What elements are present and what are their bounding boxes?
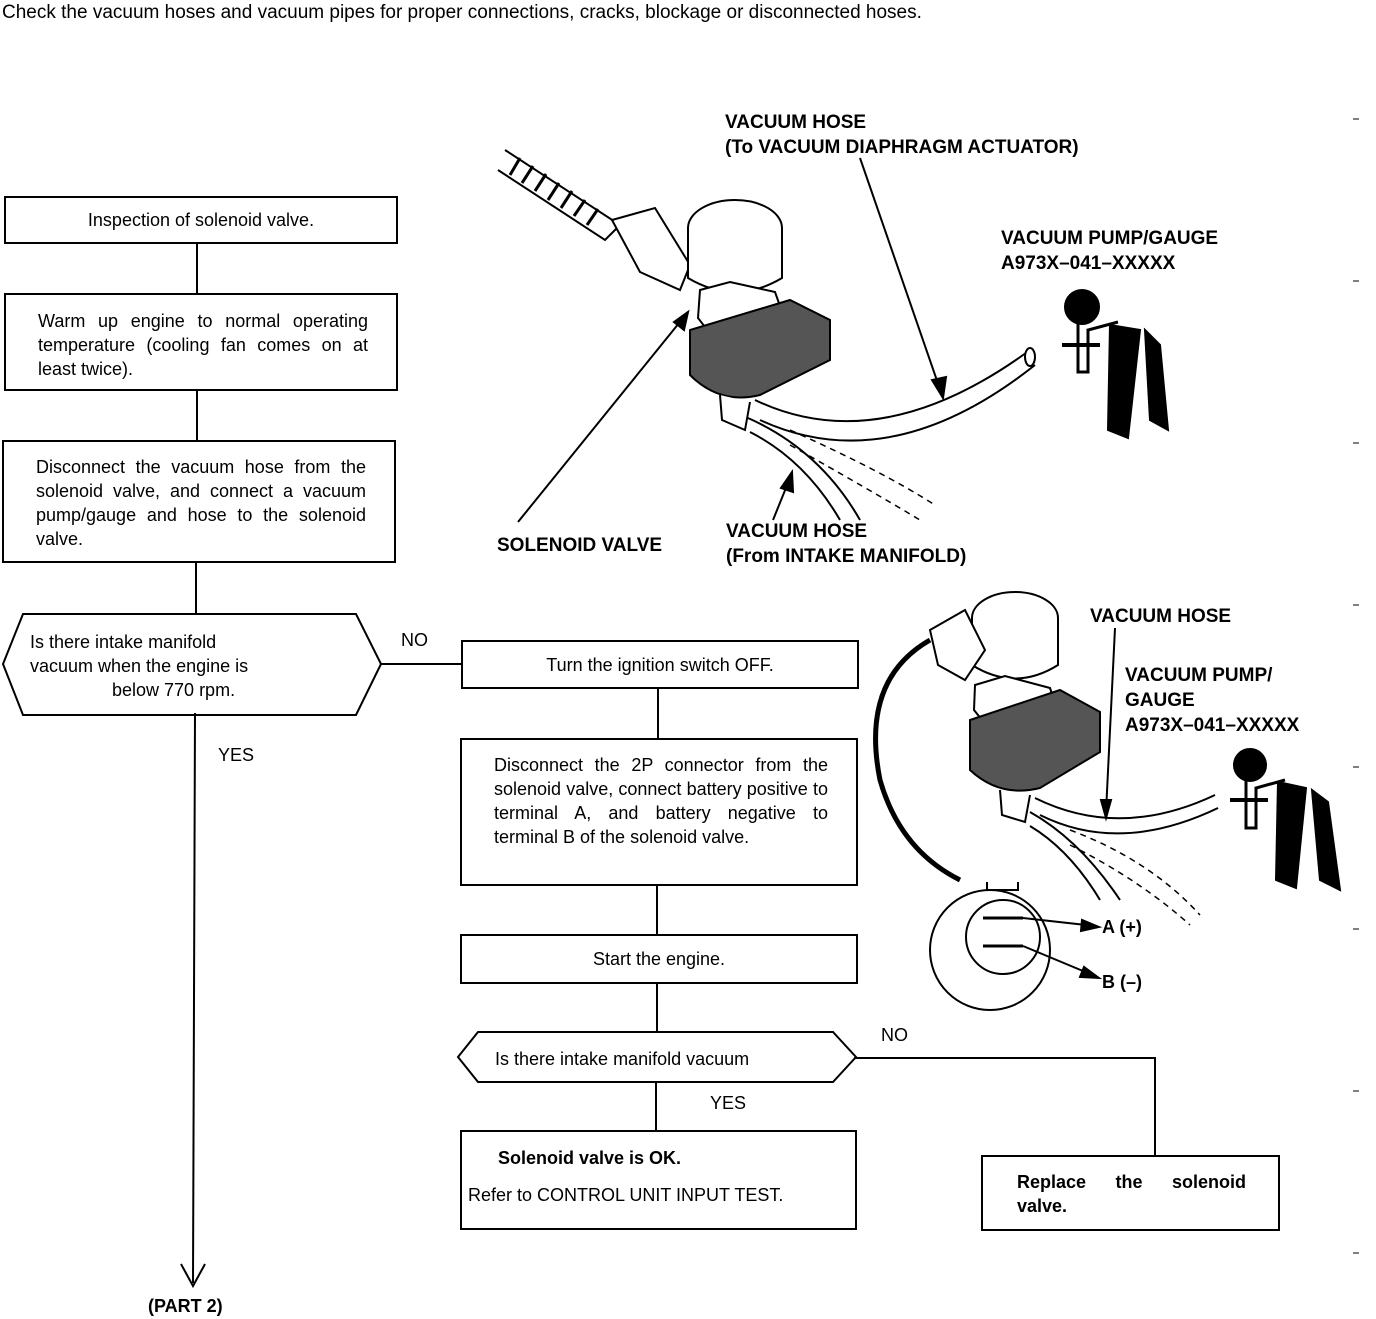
hidden-hose-dashed <box>789 429 936 506</box>
electrical-connector <box>610 206 692 292</box>
decision-shape-1 <box>1 613 383 716</box>
outlet-nipple <box>719 394 751 432</box>
yes-label: YES <box>710 1093 747 1113</box>
pump-hose-upper <box>754 349 1031 423</box>
intake-hose <box>747 417 861 521</box>
decision-1-text: Is there intake manifold vacuum when the… <box>30 632 249 700</box>
label-terminal-b: B (–) <box>1102 972 1142 992</box>
leader-line <box>859 157 944 399</box>
step-disconnect-connector: Disconnect the 2P connector from the sol… <box>460 738 858 886</box>
label-vacuum-hose-intake: VACUUM HOSE (From INTAKE MANIFOLD) <box>726 521 967 567</box>
leader-line <box>1105 627 1116 813</box>
gauge-dial <box>1064 289 1100 325</box>
step-inspection: Inspection of solenoid valve. <box>4 196 398 244</box>
connector-line <box>192 712 196 1284</box>
down-arrow <box>180 1263 206 1289</box>
pump-handle <box>1106 323 1142 440</box>
label-vacuum-hose-2: VACUUM HOSE <box>1090 606 1232 627</box>
label-vacuum-pump-gauge-2: VACUUM PUMP/ GAUGE A973X–041–XXXXX <box>1125 665 1300 736</box>
electrical-connector <box>928 608 987 682</box>
corrugation-ridges <box>508 157 600 226</box>
no-label: NO <box>401 630 428 650</box>
label-solenoid-valve: SOLENOID VALVE <box>497 535 663 556</box>
pump-hose-upper <box>1034 794 1216 820</box>
pump-handle <box>1274 780 1308 890</box>
connector-line <box>854 1057 1156 1156</box>
gauge-dial <box>1233 748 1267 782</box>
step-start-engine: Start the engine. <box>460 934 858 984</box>
label-vacuum-pump-gauge: VACUUM PUMP/GAUGE A973X–041–XXXXX <box>1001 228 1219 274</box>
decision-shape-2 <box>456 1031 858 1083</box>
step-warm-up: Warm up engine to normal operating tempe… <box>4 293 398 391</box>
valve-base <box>969 688 1101 792</box>
step-disconnect-hose: Disconnect the vacuum hose from the sole… <box>2 440 396 563</box>
intake-hose <box>1029 811 1121 901</box>
leader-line <box>517 311 689 523</box>
decision-2-text: Is there intake manifold vacuum <box>495 1049 750 1069</box>
outlet-nipple <box>999 789 1031 824</box>
yes-label: YES <box>218 745 255 765</box>
no-label: NO <box>881 1025 908 1045</box>
part-2-label: (PART 2) <box>148 1296 223 1316</box>
result-replace: Replace the solenoid valve. <box>981 1155 1280 1231</box>
step-ignition-off: Turn the ignition switch OFF. <box>461 640 859 689</box>
label-terminal-a: A (+) <box>1102 917 1142 937</box>
label-vacuum-hose-actuator: VACUUM HOSE (To VACUUM DIAPHRAGM ACTUATO… <box>725 112 1079 158</box>
valve-base <box>689 298 831 399</box>
instruction-text: Check the vacuum hoses and vacuum pipes … <box>2 2 922 23</box>
wire-harness <box>873 637 962 883</box>
result-ok: Solenoid valve is OK. Refer to CONTROL U… <box>460 1130 857 1230</box>
